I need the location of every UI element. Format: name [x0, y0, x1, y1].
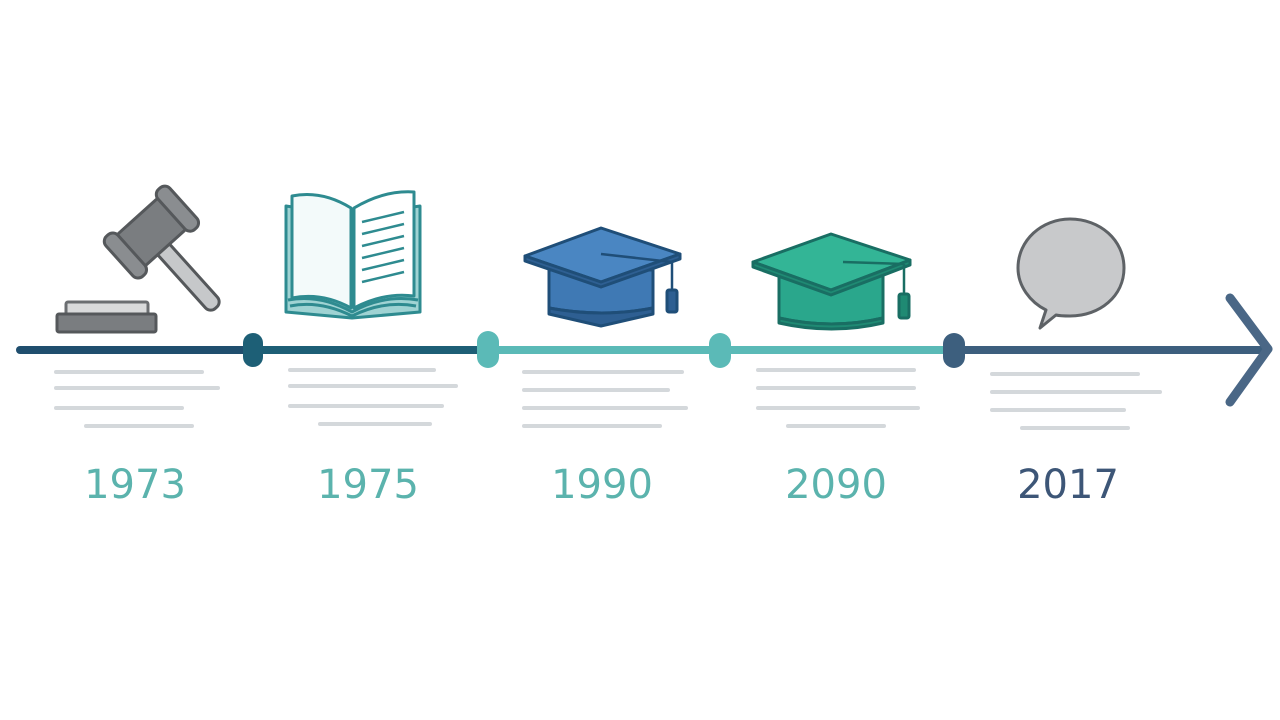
milestone-dot-2090 [709, 333, 731, 368]
arrow-head-icon [1225, 293, 1273, 407]
open-book-icon [284, 190, 422, 320]
text-line [990, 408, 1126, 412]
milestone-dots [243, 331, 965, 368]
description-placeholder-2090 [756, 366, 946, 436]
description-placeholder-1973 [54, 366, 244, 436]
text-line [522, 406, 688, 410]
text-line [54, 386, 220, 390]
year-label-2090: 2090 [785, 462, 887, 508]
graduation-cap-green-icon [751, 232, 912, 331]
milestone-dot-1975 [243, 333, 263, 367]
text-line [84, 424, 194, 428]
milestone-dot-1990 [477, 331, 499, 368]
speech-bubble-icon [1016, 217, 1126, 330]
text-line [756, 368, 916, 372]
description-placeholder-1990 [522, 366, 712, 436]
year-label-1990: 1990 [551, 462, 653, 508]
year-label-1973: 1973 [84, 462, 186, 508]
gavel-icon [55, 184, 221, 334]
text-line [318, 422, 432, 426]
text-line [990, 372, 1140, 376]
text-line [756, 406, 920, 410]
text-line [522, 388, 670, 392]
text-line [990, 390, 1162, 394]
text-line [288, 368, 436, 372]
year-label-2017: 2017 [1017, 462, 1119, 508]
description-placeholder-2017 [990, 366, 1180, 436]
text-line [756, 386, 916, 390]
year-label-1975: 1975 [317, 462, 419, 508]
description-placeholder-1975 [288, 366, 478, 436]
text-line [288, 384, 458, 388]
text-line [1020, 426, 1130, 430]
milestone-dot-2017 [943, 333, 965, 368]
text-line [288, 404, 444, 408]
text-line [522, 424, 662, 428]
text-line [786, 424, 886, 428]
graduation-cap-blue-icon [523, 226, 682, 328]
text-line [522, 370, 684, 374]
text-line [54, 406, 184, 410]
text-line [54, 370, 204, 374]
